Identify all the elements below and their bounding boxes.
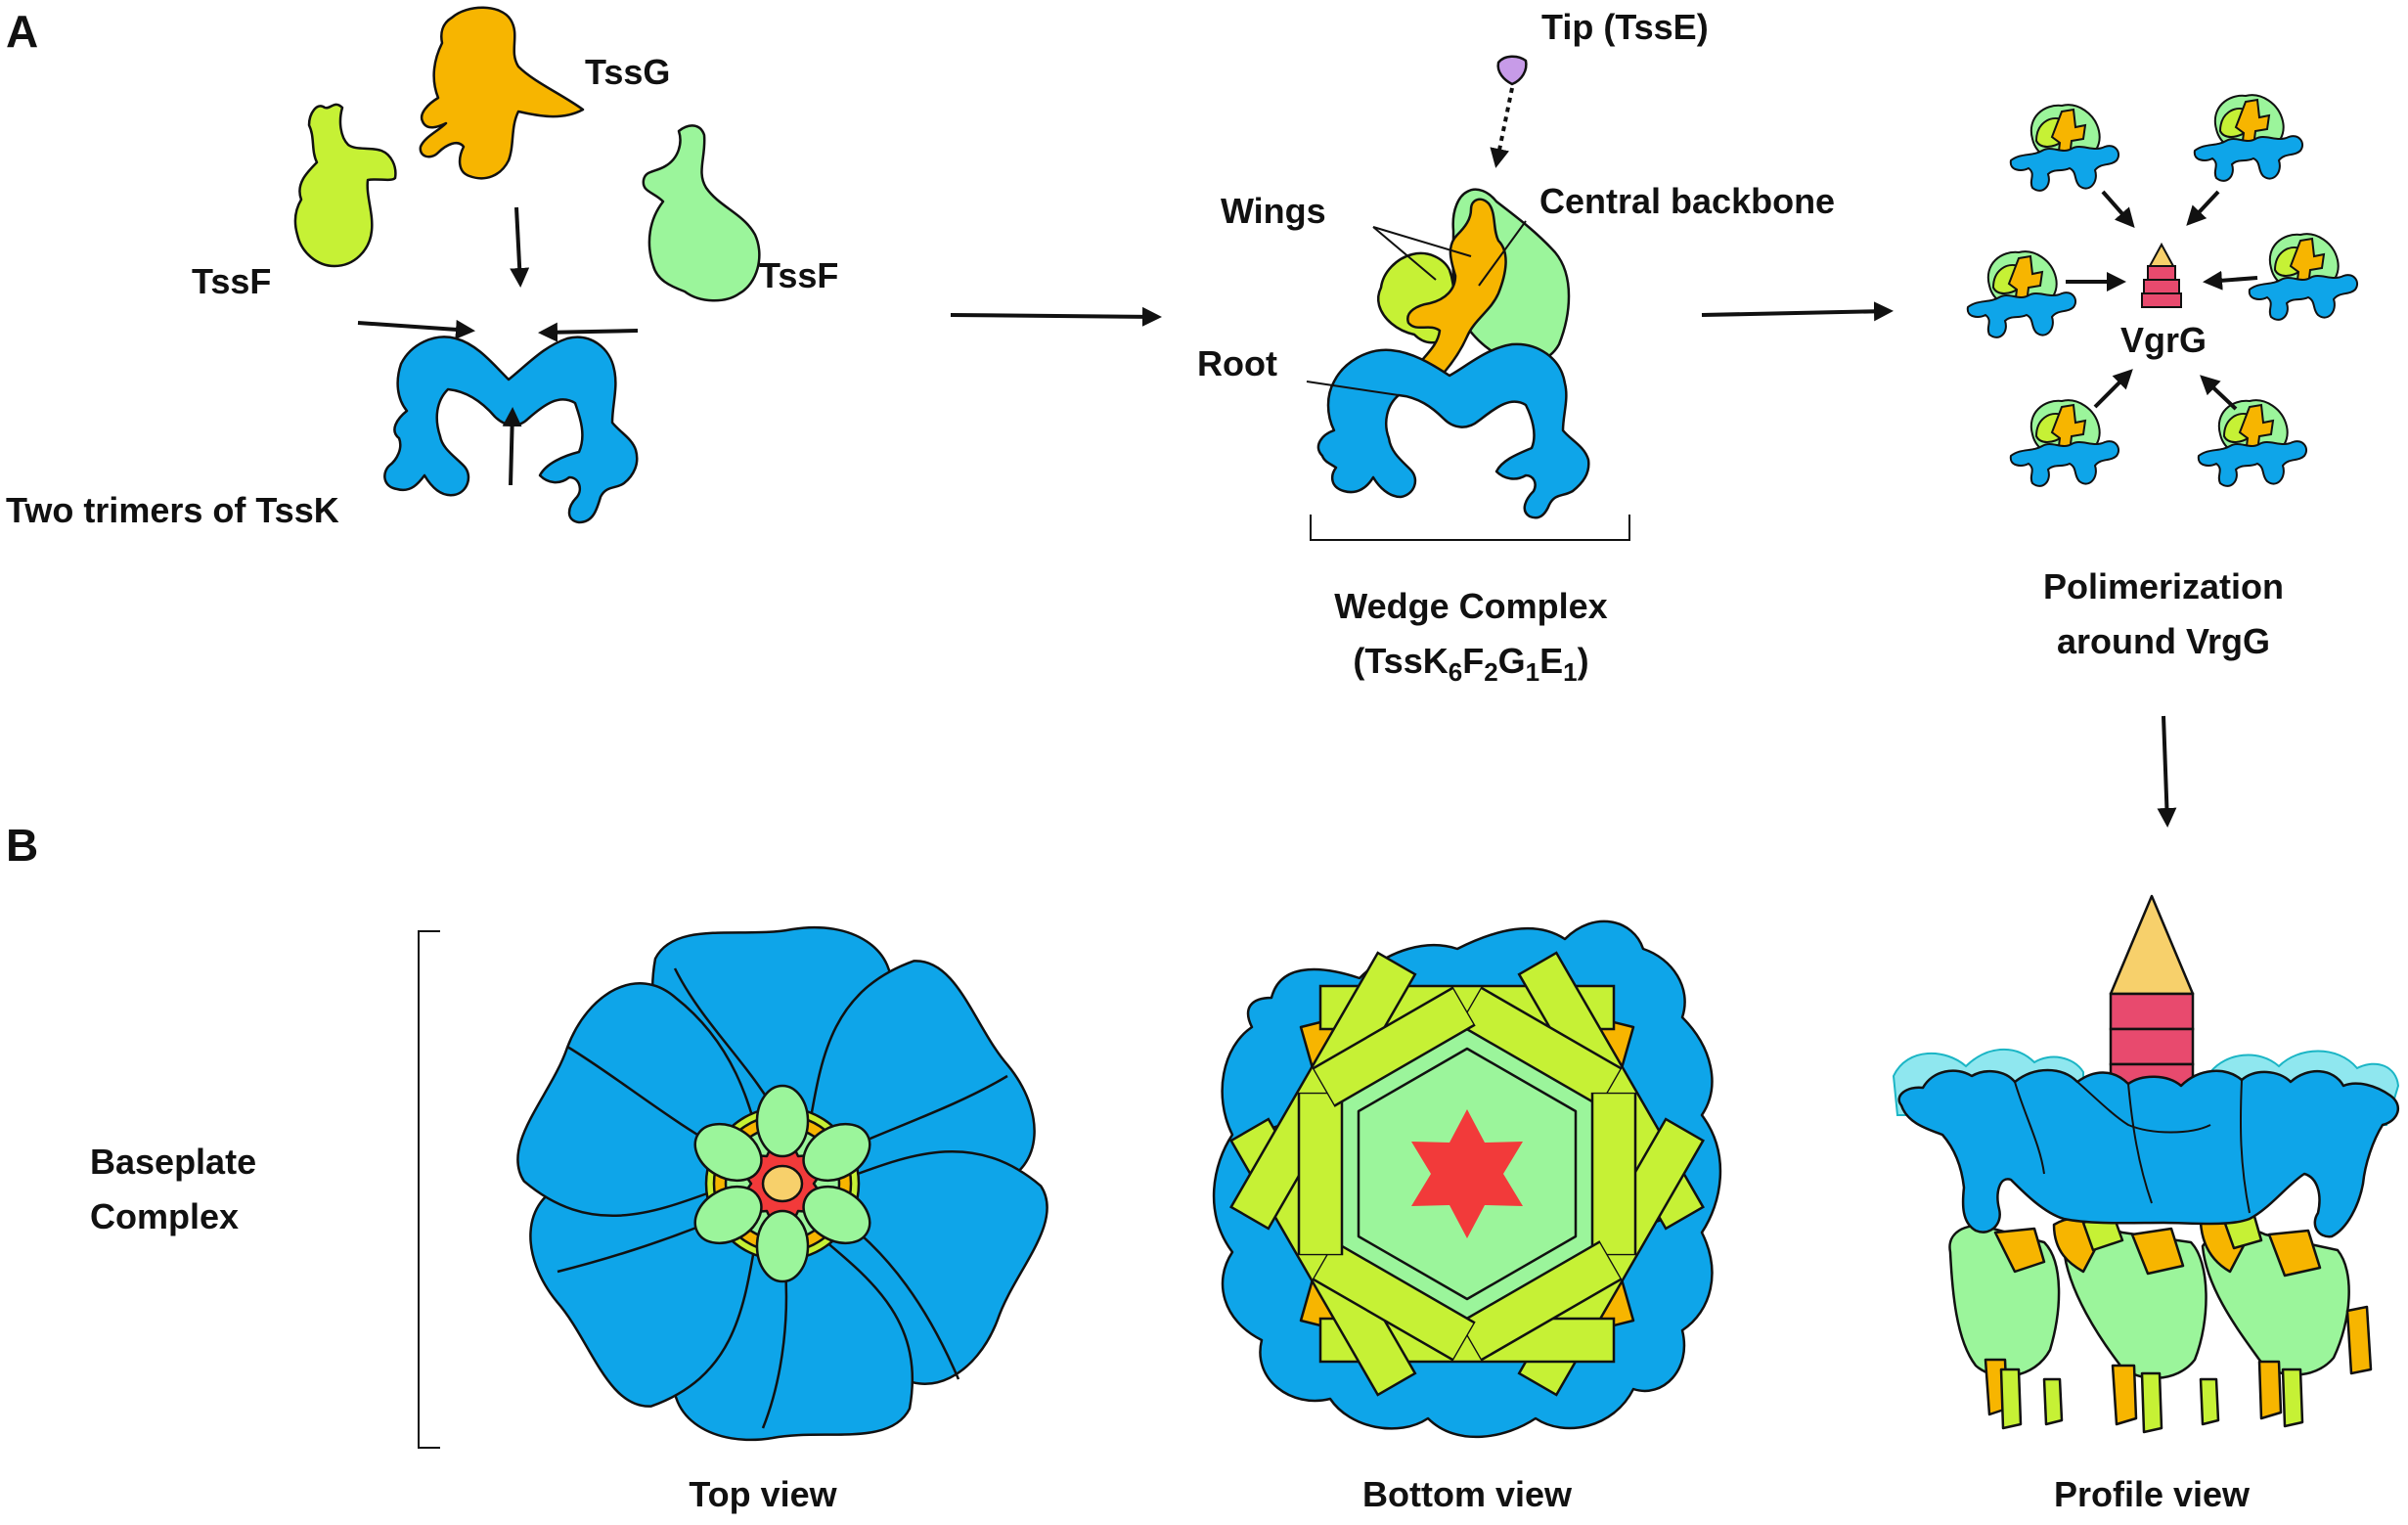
label-baseplate-2: Complex xyxy=(90,1196,239,1236)
label-tssk: Two trimers of TssK xyxy=(6,490,339,530)
ring-arrow-4 xyxy=(2203,270,2258,291)
wedge-bracket xyxy=(1310,515,1630,541)
panel-label-b: B xyxy=(6,820,38,871)
bottom-view-red-star xyxy=(1411,1109,1523,1238)
arrow-tssk-up xyxy=(502,407,522,486)
ring-arrow-2 xyxy=(2186,190,2220,226)
polymerization-ring: VgrG Polimerization around VrgG xyxy=(1966,94,2359,661)
label-wedge-formula: (TssK6F2G1E1) xyxy=(1353,641,1588,687)
label-root: Root xyxy=(1197,343,1277,383)
top-view-green-ellipses xyxy=(684,1084,881,1283)
arrow-to-polymerization xyxy=(1701,301,1894,322)
leader-wings-2 xyxy=(1372,226,1472,257)
top-view-center xyxy=(761,1164,804,1203)
tssk-shape xyxy=(383,336,639,524)
wedge-copy-5 xyxy=(2009,399,2120,487)
vgrg-small xyxy=(2141,242,2182,308)
leader-backbone xyxy=(1478,220,1527,287)
top-view-petals xyxy=(494,925,1071,1442)
ring-arrow-5 xyxy=(2093,369,2133,409)
arrow-tip-dotted xyxy=(1490,87,1514,168)
ring-arrow-1 xyxy=(2101,190,2135,228)
wedge-copy-4 xyxy=(2248,233,2359,321)
leader-root xyxy=(1306,381,1400,396)
wedge-root-blue xyxy=(1316,342,1590,519)
label-tssf-left: TssF xyxy=(192,261,271,301)
arrow-to-wedge xyxy=(950,306,1162,327)
wedge-complex: Tip (TssE) Wings Central backbone Root W… xyxy=(1197,7,1835,687)
tip-tsse-shape xyxy=(1496,55,1528,86)
leader-wings-1 xyxy=(1372,226,1437,281)
profile-blue-edges xyxy=(2014,1079,2251,1214)
label-tssg: TssG xyxy=(585,52,670,92)
profile-view xyxy=(1892,894,2400,1434)
ring-arrow-6 xyxy=(2200,375,2238,411)
wedge-copy-2 xyxy=(2193,94,2304,182)
label-wings: Wings xyxy=(1221,191,1326,231)
label-top-view: Top view xyxy=(689,1474,837,1514)
label-central-backbone: Central backbone xyxy=(1539,181,1835,221)
label-polimerization-2: around VrgG xyxy=(2057,621,2270,661)
tssf-right-shape xyxy=(642,124,761,302)
label-polimerization-1: Polimerization xyxy=(2043,566,2284,606)
label-tssf-right: TssF xyxy=(759,255,838,295)
tssf-left-shape xyxy=(293,103,397,268)
profile-lower-row xyxy=(1948,1211,2373,1434)
label-vgrg: VgrG xyxy=(2120,320,2207,360)
label-wedge-complex: Wedge Complex xyxy=(1334,586,1607,626)
wedge-copy-3 xyxy=(1966,250,2077,338)
label-baseplate-1: Baseplate xyxy=(90,1142,256,1182)
label-bottom-view: Bottom view xyxy=(1362,1474,1573,1514)
baseplate-bracket xyxy=(418,930,440,1449)
profile-vgrg-tip xyxy=(2109,894,2195,996)
wedge-copy-1 xyxy=(2009,104,2120,192)
arrow-tssf-left-right xyxy=(357,319,475,339)
profile-blue-row xyxy=(1897,1068,2400,1238)
bottom-view xyxy=(1212,919,1722,1439)
tssg-shape xyxy=(419,6,585,180)
wedge-copy-6 xyxy=(2197,399,2308,487)
label-tip-tsse: Tip (TssE) xyxy=(1541,7,1709,47)
top-view xyxy=(494,925,1071,1442)
arrow-tssg-down xyxy=(510,206,530,288)
arrow-to-profile xyxy=(2157,715,2177,828)
label-profile-view: Profile view xyxy=(2054,1474,2251,1514)
panel-label-a: A xyxy=(6,6,38,57)
arrow-tssf-right-left xyxy=(538,322,639,342)
